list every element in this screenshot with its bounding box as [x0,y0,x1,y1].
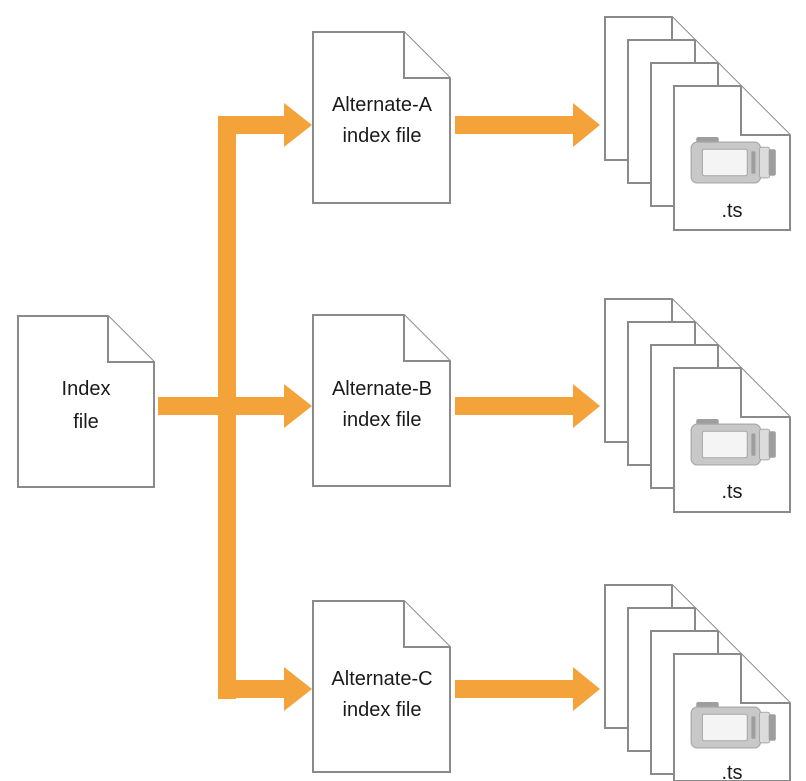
master-label-line-1: Index [62,378,111,400]
segment-stack-b: .ts [604,298,791,513]
branch-arrow-c [218,667,312,711]
alternate-a-label-line-1: Alternate-A [332,94,433,116]
segment-a-label: .ts [721,200,742,222]
master-label-line-2: file [73,411,99,433]
svg-text:file: file [73,411,99,433]
svg-text:Alternate-A: Alternate-A [332,94,433,116]
master-connector [158,397,228,415]
segment-arrow-b [455,384,600,428]
alternate-c-label-line-2: index file [343,699,422,721]
alternate-a-label-line-2: index file [343,125,422,147]
segment-b-label: .ts [721,481,742,503]
svg-text:.ts: .ts [721,200,742,222]
master-index-file: Index file [17,315,155,488]
svg-text:index file: index file [343,125,422,147]
svg-text:index file: index file [343,409,422,431]
svg-text:.ts: .ts [721,762,742,781]
svg-text:index file: index file [343,699,422,721]
alternate-b-label-line-1: Alternate-B [332,378,432,400]
alternate-b-label-line-2: index file [343,409,422,431]
alternate-b-index-file: Alternate-B index file [312,314,451,487]
segment-stack-c: .ts [604,584,791,781]
connectors [158,103,600,711]
svg-text:Alternate-B: Alternate-B [332,378,432,400]
segment-stack-a: .ts [604,16,791,231]
alternate-c-label-line-1: Alternate-C [331,668,432,690]
alternate-c-index-file: Alternate-C index file [312,600,451,773]
svg-text:Index: Index [62,378,111,400]
svg-text:Alternate-C: Alternate-C [331,668,432,690]
segment-c-label: .ts [721,762,742,781]
alternate-a-index-file: Alternate-A index file [312,31,451,204]
segment-arrow-a [455,103,600,147]
branch-arrow-a [218,103,312,147]
segment-arrow-c [455,667,600,711]
svg-text:.ts: .ts [721,481,742,503]
branch-arrow-b [218,384,312,428]
